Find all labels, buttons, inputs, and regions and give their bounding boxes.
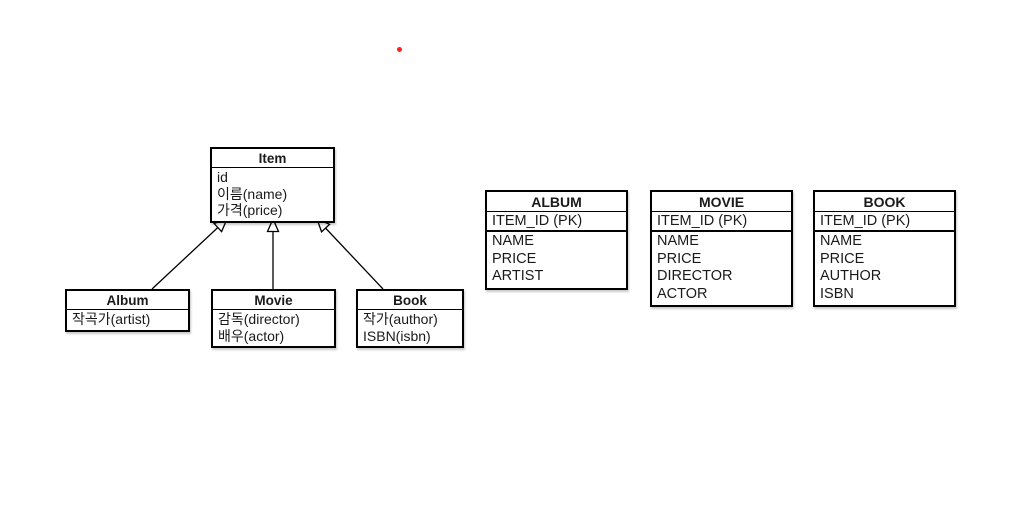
uml-field-list: id 이름(name) 가격(price): [212, 168, 333, 221]
db-column: NAME: [657, 233, 699, 249]
db-column: ACTOR: [657, 285, 708, 302]
db-column: PRICE: [492, 250, 537, 267]
uml-field-list: 감독(director) 배우(actor): [213, 310, 334, 346]
uml-class-title: Album: [67, 291, 188, 310]
annotation-dot: [397, 47, 402, 52]
uml-class-book: Book 작가(author) ISBN(isbn): [356, 289, 464, 348]
uml-class-album: Album 작곡가(artist): [65, 289, 190, 332]
db-column-list: NAME PRICE AUTHOR ISBN: [815, 232, 954, 305]
uml-field: 배우(actor): [218, 327, 285, 344]
db-column: PRICE: [657, 250, 702, 267]
db-table-album: ALBUM ITEM_ID (PK) NAME PRICE ARTIST: [485, 190, 628, 290]
db-column-list: NAME PRICE ARTIST: [487, 232, 626, 288]
db-pk-row: ITEM_ID (PK): [815, 212, 954, 232]
uml-class-movie: Movie 감독(director) 배우(actor): [211, 289, 336, 348]
uml-field: 이름(name): [217, 185, 288, 202]
uml-field-list: 작곡가(artist): [67, 310, 188, 330]
db-column: NAME: [820, 233, 862, 249]
uml-field: 작가(author): [363, 311, 438, 327]
uml-field: id: [217, 169, 228, 185]
uml-field: 작곡가(artist): [72, 311, 151, 327]
db-column-list: NAME PRICE DIRECTOR ACTOR: [652, 232, 791, 305]
db-column: ARTIST: [492, 268, 544, 284]
uml-field: 가격(price): [217, 202, 283, 218]
db-table-book: BOOK ITEM_ID (PK) NAME PRICE AUTHOR ISBN: [813, 190, 956, 307]
uml-class-title: Movie: [213, 291, 334, 310]
db-table-title: MOVIE: [652, 192, 791, 212]
db-column: NAME: [492, 233, 534, 249]
db-table-title: BOOK: [815, 192, 954, 212]
arrow-album-to-item: [151, 217, 229, 290]
uml-field-list: 작가(author) ISBN(isbn): [358, 310, 462, 346]
db-column: DIRECTOR: [657, 268, 733, 284]
db-pk-row: ITEM_ID (PK): [652, 212, 791, 232]
db-table-title: ALBUM: [487, 192, 626, 212]
db-column: AUTHOR: [820, 268, 882, 284]
uml-class-title: Item: [212, 149, 333, 168]
uml-class-item: Item id 이름(name) 가격(price): [210, 147, 335, 223]
db-column: PRICE: [820, 250, 865, 267]
db-column: ISBN: [820, 285, 854, 302]
db-pk-row: ITEM_ID (PK): [487, 212, 626, 232]
uml-class-title: Book: [358, 291, 462, 310]
uml-field: 감독(director): [218, 311, 300, 327]
arrow-book-to-item: [315, 217, 384, 290]
db-table-movie: MOVIE ITEM_ID (PK) NAME PRICE DIRECTOR A…: [650, 190, 793, 307]
uml-field: ISBN(isbn): [363, 327, 431, 344]
